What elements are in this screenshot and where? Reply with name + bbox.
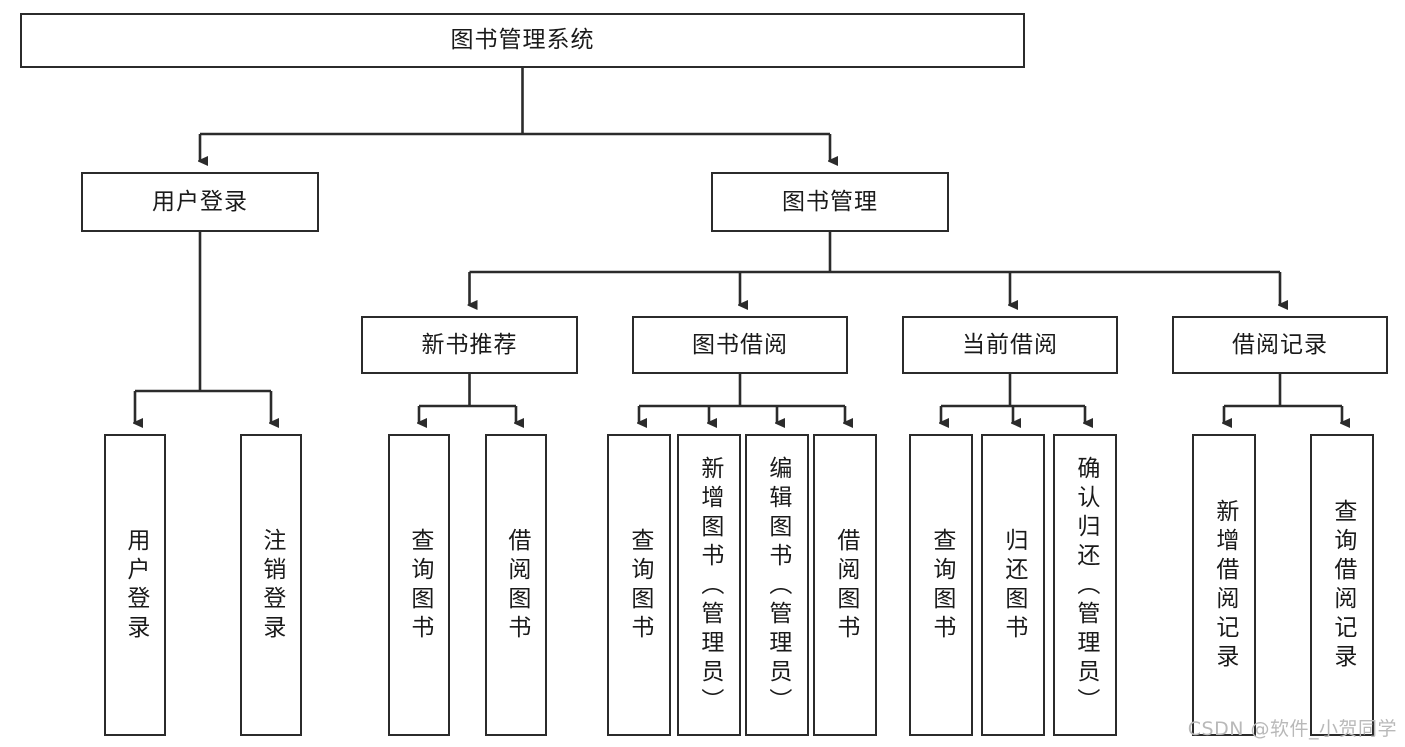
node-leaf-query-book-2[interactable]: 查询图书 bbox=[607, 434, 671, 736]
node-user-login[interactable]: 用户登录 bbox=[81, 172, 319, 232]
csdn-watermark: CSDN @软件_小贺同学 bbox=[1187, 718, 1397, 740]
node-leaf-user-logout[interactable]: 注销登录 bbox=[240, 434, 302, 736]
node-label: 用户登录 bbox=[152, 188, 248, 215]
node-leaf-query-book-1[interactable]: 查询图书 bbox=[388, 434, 450, 736]
node-label: 编辑图书（管理员） bbox=[764, 455, 791, 717]
node-label: 查询借阅记录 bbox=[1329, 499, 1356, 673]
node-book-manage[interactable]: 图书管理 bbox=[711, 172, 949, 232]
node-label: 归还图书 bbox=[1000, 528, 1027, 644]
node-label: 新书推荐 bbox=[421, 331, 518, 358]
node-new-book-recommend[interactable]: 新书推荐 bbox=[361, 316, 578, 374]
node-root[interactable]: 图书管理系统 bbox=[20, 13, 1025, 68]
node-leaf-edit-book[interactable]: 编辑图书（管理员） bbox=[745, 434, 809, 736]
node-leaf-add-book[interactable]: 新增图书（管理员） bbox=[677, 434, 741, 736]
node-label: 当前借阅 bbox=[962, 331, 1058, 358]
node-leaf-borrow-book-2[interactable]: 借阅图书 bbox=[813, 434, 877, 736]
node-label: 图书管理系统 bbox=[450, 27, 595, 53]
node-borrow-record[interactable]: 借阅记录 bbox=[1172, 316, 1388, 374]
node-leaf-borrow-book-1[interactable]: 借阅图书 bbox=[485, 434, 547, 736]
node-label: 注销登录 bbox=[258, 528, 285, 644]
node-label: 查询图书 bbox=[406, 528, 433, 644]
node-leaf-user-login[interactable]: 用户登录 bbox=[104, 434, 166, 736]
node-leaf-query-record[interactable]: 查询借阅记录 bbox=[1310, 434, 1374, 736]
node-leaf-add-record[interactable]: 新增借阅记录 bbox=[1192, 434, 1256, 736]
node-leaf-return-book[interactable]: 归还图书 bbox=[981, 434, 1045, 736]
node-label: 借阅图书 bbox=[832, 528, 859, 644]
node-label: 确认归还（管理员） bbox=[1072, 455, 1099, 717]
node-label: 图书管理 bbox=[782, 188, 878, 215]
node-label: 借阅记录 bbox=[1232, 331, 1328, 358]
node-current-borrow[interactable]: 当前借阅 bbox=[902, 316, 1118, 374]
node-label: 图书借阅 bbox=[692, 331, 788, 358]
node-label: 新增图书（管理员） bbox=[696, 455, 723, 717]
node-label: 查询图书 bbox=[626, 528, 653, 644]
node-label: 用户登录 bbox=[122, 528, 149, 644]
node-label: 借阅图书 bbox=[503, 528, 530, 644]
node-leaf-query-book-3[interactable]: 查询图书 bbox=[909, 434, 973, 736]
node-leaf-confirm-return[interactable]: 确认归还（管理员） bbox=[1053, 434, 1117, 736]
node-label: 新增借阅记录 bbox=[1211, 499, 1238, 673]
node-book-borrow[interactable]: 图书借阅 bbox=[632, 316, 848, 374]
node-label: 查询图书 bbox=[928, 528, 955, 644]
